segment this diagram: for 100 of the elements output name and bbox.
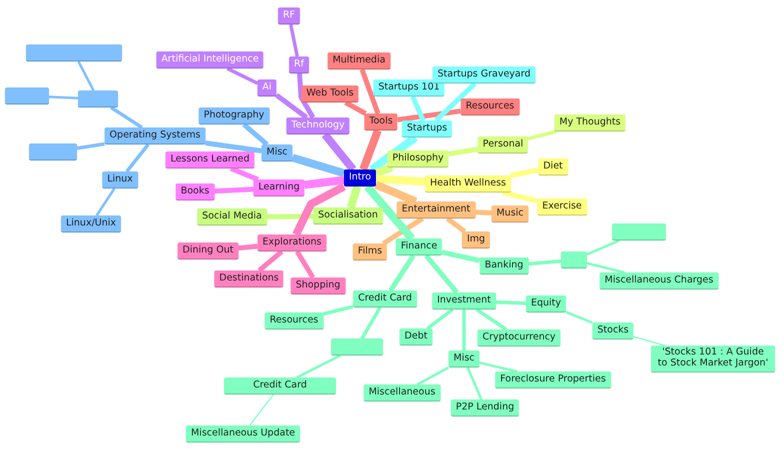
branch-line [230,166,259,182]
topic-box [26,44,122,62]
topic-box: Ai [257,80,277,96]
topic-box: Philosophy [387,150,449,168]
topic-box: Finance [396,238,442,256]
topic-box: Technology [286,118,350,134]
branch-line [510,168,538,178]
topic-box: Startups [402,120,452,138]
branch-line [496,300,526,306]
topic-box: Tools [364,114,398,130]
branch-line [48,96,78,100]
branch-line [528,130,557,140]
topic-box: Exercise [537,198,587,216]
branch-line [295,250,315,279]
branch-line [376,174,426,186]
topic-box: Misc [262,144,292,162]
topic-box [331,338,383,356]
branch-line [96,188,116,216]
topic-box: Startups Graveyard [432,66,536,84]
branch-line [586,262,625,274]
branch-line [242,122,269,146]
topic-box [561,252,587,268]
branch-line [448,146,478,156]
branch-line [382,216,424,246]
topic-box: Banking [480,258,528,274]
topic-box: Img [462,232,490,248]
topic-box: Miscellaneous Charges [600,272,718,290]
topic-box: Films [352,244,388,260]
branch-line [238,244,258,251]
branch-line [566,310,593,324]
branch-line [266,214,314,220]
branch-line [323,305,354,316]
branch-line [289,24,299,57]
topic-box: Resources [460,98,520,116]
topic-box [612,224,666,240]
topic-box: Stocks [592,322,634,340]
topic-box: Books [176,184,214,200]
topic-box: Multimedia [328,52,390,70]
branch-line [258,250,284,272]
topic-box: Operating Systems [104,128,206,144]
topic-box [5,88,49,104]
topic-box [29,144,77,160]
branch-line [446,216,466,234]
branch-line [249,394,274,426]
topic-box: Personal [478,136,528,154]
topic-box: Dining Out [178,242,238,260]
branch-line [462,310,466,350]
topic-box: Foreclosure Properties [495,372,611,388]
branch-line [110,106,143,129]
branch-line [479,361,518,373]
topic-box: Resources [264,312,324,330]
branch-line [297,73,316,119]
branch-line [502,190,538,204]
branch-line [633,336,665,346]
branch-line [296,354,341,379]
branch-line [410,96,426,122]
topic-box: 'Stocks 101 : A Guide to Stock Market Jargon' [651,346,775,372]
topic-box: Explorations [258,234,326,252]
topic-box: Shopping [290,278,346,294]
branch-line [441,250,480,263]
topic-box: My Thoughts [554,114,626,132]
branch-line [77,60,95,92]
topic-box: Equity [526,296,566,312]
topic-box: RF [278,8,300,24]
topic-box: Diet [538,158,568,176]
branch-line [528,259,562,266]
branch-line [424,254,459,294]
topic-box: Health Wellness [425,176,511,192]
topic-box: Artificial Intelligence [156,52,264,68]
topic-box: Photography [198,108,270,124]
topic-box: Linux/Unix [60,216,122,232]
branch-line [322,132,356,172]
topic-box: Social Media [197,208,267,226]
topic-box: P2P Lending [450,400,520,416]
branch-line [476,308,508,331]
branch-line [360,306,382,340]
topic-box: Credit Card [224,378,336,394]
branch-line [434,82,477,122]
topic-box: Credit Card [353,290,417,308]
branch-line [475,210,492,216]
branch-line [291,154,346,178]
branch-line [226,66,258,85]
topic-box: Music [491,206,529,222]
branch-line [466,367,482,400]
topic-box: Investment [432,292,496,310]
topic-box: Debt [400,328,432,346]
branch-line [359,129,382,171]
topic-box: Learning [253,180,305,196]
branch-line [125,143,150,173]
branch-line [205,140,262,154]
branch-line [292,182,346,236]
topic-box: Entertainment [396,202,476,218]
topic-box: Miscellaneous Update [186,426,300,442]
branch-line [275,93,308,120]
branch-line [346,185,362,209]
branch-line [364,184,415,242]
topic-box: Miscellaneous [364,384,440,402]
branch-line [397,108,461,122]
topic-box: Misc [448,350,480,368]
central-topic: Intro [344,170,376,186]
